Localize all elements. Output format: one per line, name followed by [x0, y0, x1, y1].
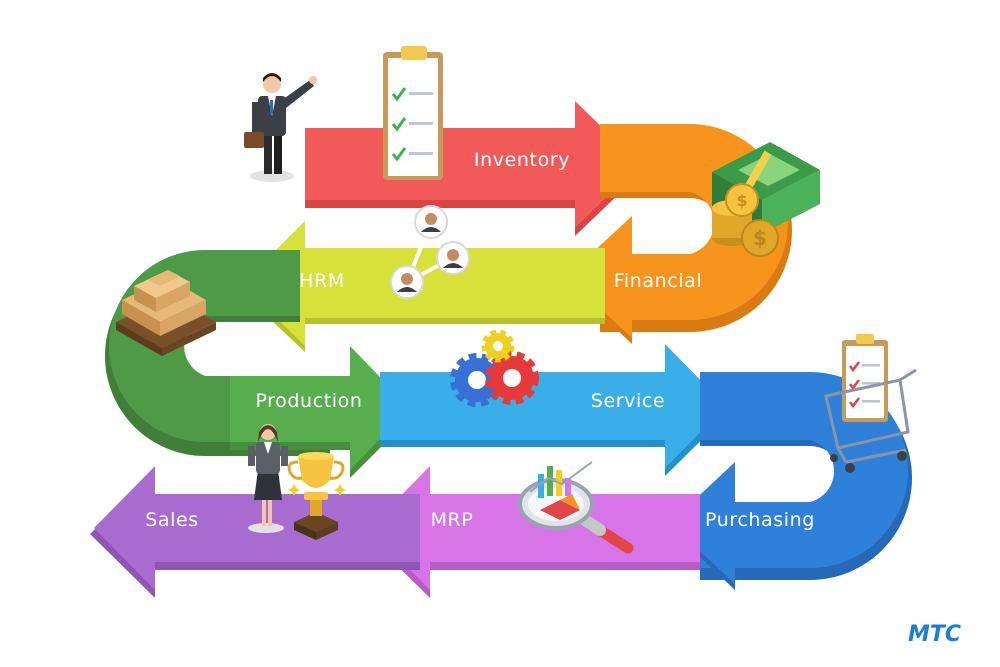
label-financial: Financial: [614, 270, 703, 292]
label-purchasing: Purchasing: [705, 509, 815, 531]
money-stack-icon: $ $: [712, 142, 820, 257]
stage-purchasing: [668, 372, 912, 590]
people-network-icon: [390, 205, 470, 299]
stage-service: [380, 344, 730, 476]
stage-mrp: [365, 466, 700, 598]
label-mrp: MRP: [431, 509, 474, 531]
label-production: Production: [255, 390, 362, 412]
stage-sales: [90, 466, 420, 598]
label-inventory: Inventory: [474, 149, 570, 171]
label-hrm: HRM: [299, 270, 345, 292]
shopping-cart-icon: [824, 334, 917, 473]
svg-text:$: $: [753, 226, 767, 250]
analytics-magnifier-icon: [518, 461, 634, 554]
cardboard-boxes-icon: [116, 270, 216, 356]
brand-logo: MTC: [908, 622, 961, 647]
gears-icon: [450, 329, 539, 407]
trophy-icon: [287, 452, 346, 540]
logo-text: MTC: [908, 622, 961, 647]
businesswoman-figure: [248, 424, 288, 533]
svg-text:$: $: [736, 191, 747, 210]
clipboard-checklist-icon: [383, 46, 443, 180]
businessman-figure: [244, 73, 317, 182]
label-sales: Sales: [145, 509, 199, 531]
label-service: Service: [591, 390, 665, 412]
